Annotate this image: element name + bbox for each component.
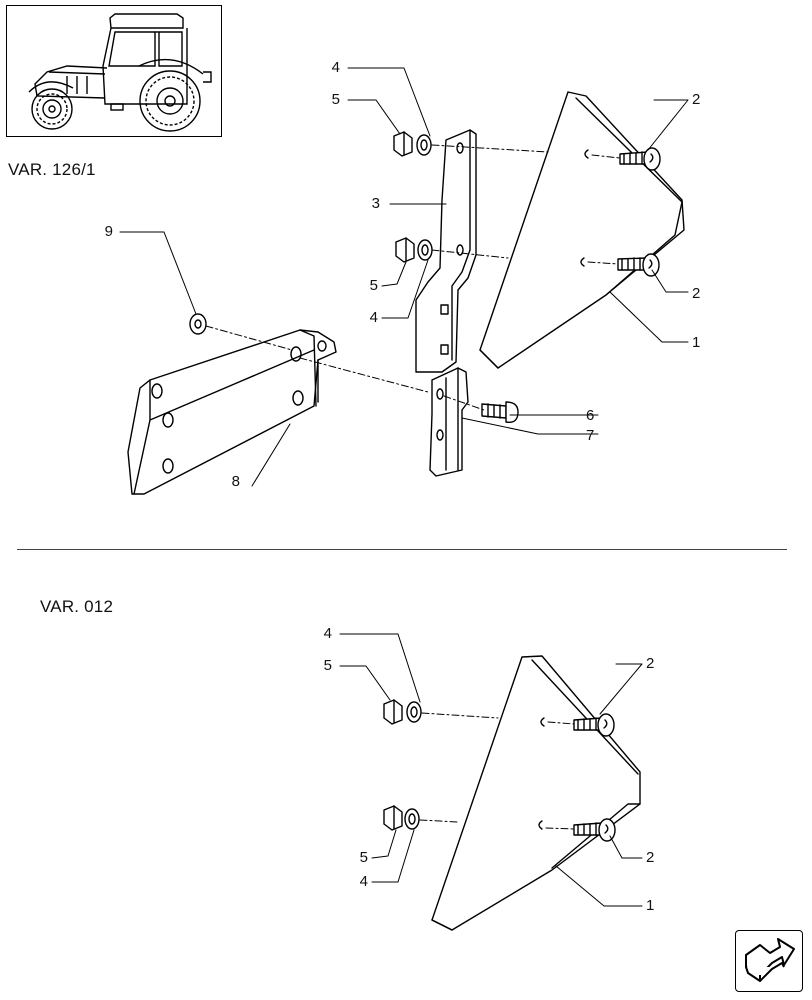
callout-4-bottom-b: 4 — [360, 873, 368, 890]
callout-8: 8 — [232, 473, 240, 490]
callout-5-top-a: 5 — [332, 91, 340, 108]
part-3-strap-bracket — [415, 129, 477, 373]
part-7-clip-bracket — [429, 367, 469, 477]
part-2-screw-top-lower — [617, 253, 660, 277]
callout-4-bottom-a: 4 — [324, 625, 332, 642]
callout-3: 3 — [372, 195, 380, 212]
section-divider — [17, 549, 787, 550]
callout-1-top: 1 — [692, 334, 700, 351]
part-6-screw — [481, 401, 519, 423]
callout-5-top-b: 5 — [370, 277, 378, 294]
callout-2-bottom-a: 2 — [646, 655, 654, 672]
callout-9: 9 — [105, 223, 113, 240]
callout-4-top-a: 4 — [332, 59, 340, 76]
callout-2-top-a: 2 — [692, 91, 700, 108]
tractor-thumbnail-icon — [28, 13, 212, 132]
callout-1-bottom: 1 — [646, 897, 654, 914]
callout-7: 7 — [586, 427, 594, 444]
part-5-nut-top-upper — [393, 131, 413, 157]
callout-5-bottom-a: 5 — [324, 657, 332, 674]
part-2-screw-bottom-upper — [573, 713, 615, 737]
part-4-washer-top-lower — [417, 239, 433, 261]
next-page-arrow-icon — [745, 938, 795, 982]
part-5-nut-bottom-upper — [383, 699, 403, 725]
callout-5-bottom-b: 5 — [360, 849, 368, 866]
part-4-washer-bottom-lower — [404, 808, 420, 830]
part-5-nut-bottom-lower — [383, 805, 403, 831]
part-2-screw-top-upper — [619, 147, 661, 171]
callout-2-bottom-b: 2 — [646, 849, 654, 866]
part-9-washer — [189, 313, 207, 335]
callout-6: 6 — [586, 407, 594, 424]
part-4-washer-bottom-upper — [406, 701, 422, 723]
part-5-nut-top-lower — [395, 237, 415, 263]
callout-4-top-b: 4 — [370, 309, 378, 326]
variant-label-012: VAR. 012 — [40, 597, 114, 616]
part-8-mounting-bracket — [127, 329, 337, 495]
part-1-reflector-plate-bottom — [431, 655, 641, 931]
part-1-reflector-plate-top — [479, 91, 685, 369]
part-2-screw-bottom-lower — [573, 818, 616, 842]
tractor-thumbnail — [6, 5, 222, 137]
next-page-button[interactable] — [735, 930, 803, 992]
part-4-washer-top-upper — [416, 134, 432, 156]
variant-label-126-1: VAR. 126/1 — [8, 160, 96, 179]
callout-2-top-b: 2 — [692, 285, 700, 302]
